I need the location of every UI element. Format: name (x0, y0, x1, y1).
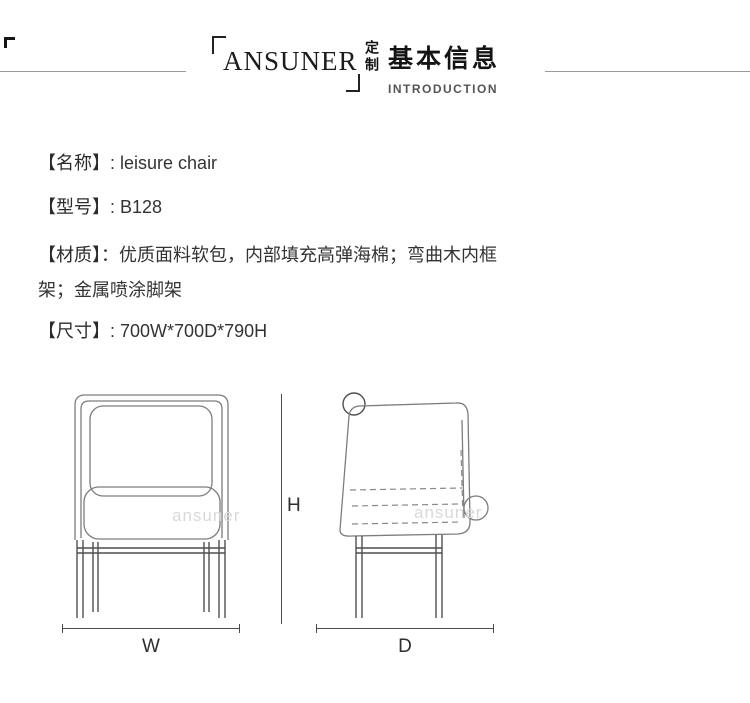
depth-dimension-label: D (398, 636, 412, 657)
watermark-text: ansuner (414, 503, 483, 522)
bracket-bottom-right-icon (346, 74, 360, 92)
spec-row-material: 【材质】：优质面料软包，内部填充高弹海棉；弯曲木内框架；金属喷涂脚架 (38, 238, 516, 308)
spec-label: 【材质】 (38, 245, 101, 265)
spec-label: 【尺寸】 (38, 321, 110, 341)
spec-separator: : (110, 197, 121, 217)
header-rule-left (0, 71, 186, 72)
watermark-text: ansuner (172, 506, 241, 525)
corner-bracket-icon (4, 37, 15, 48)
spec-list: 【名称】: leisure chair 【型号】: B128 【材质】：优质面料… (38, 150, 558, 362)
brand-tagline: 定制 (364, 40, 380, 74)
spec-separator: : (110, 321, 121, 341)
chair-side-view-drawing (339, 392, 489, 618)
width-dimension-line (62, 624, 240, 633)
brand-group: ANSUNER 定制 (212, 34, 382, 100)
section-title-block: 基本信息 INTRODUCTION (388, 44, 500, 96)
width-dimension-label: W (142, 636, 160, 657)
height-dimension-line (281, 394, 282, 624)
spec-row-model: 【型号】: B128 (38, 194, 516, 220)
spec-row-size: 【尺寸】: 700W*700D*790H (38, 318, 516, 344)
spec-row-name: 【名称】: leisure chair (38, 150, 516, 176)
section-title: 基本信息 (388, 45, 501, 73)
height-dimension-label: H (287, 495, 301, 516)
header-rule-right (545, 71, 750, 72)
chair-front-view-drawing (74, 394, 229, 618)
spec-value: 优质面料软包，内部填充高弹海棉；弯曲木内框架；金属喷涂脚架 (38, 245, 497, 300)
spec-value: 700W*700D*790H (120, 321, 268, 341)
spec-value: B128 (120, 197, 163, 217)
spec-value: leisure chair (120, 153, 218, 173)
depth-dimension-line (316, 624, 494, 633)
bracket-top-left-icon (212, 36, 226, 54)
spec-label: 【型号】 (38, 197, 110, 217)
section-subtitle: INTRODUCTION (388, 82, 498, 96)
spec-separator: : (110, 153, 121, 173)
spec-label: 【名称】 (38, 153, 110, 173)
spec-separator: ： (101, 245, 119, 265)
brand-logo: ANSUNER (223, 46, 358, 76)
